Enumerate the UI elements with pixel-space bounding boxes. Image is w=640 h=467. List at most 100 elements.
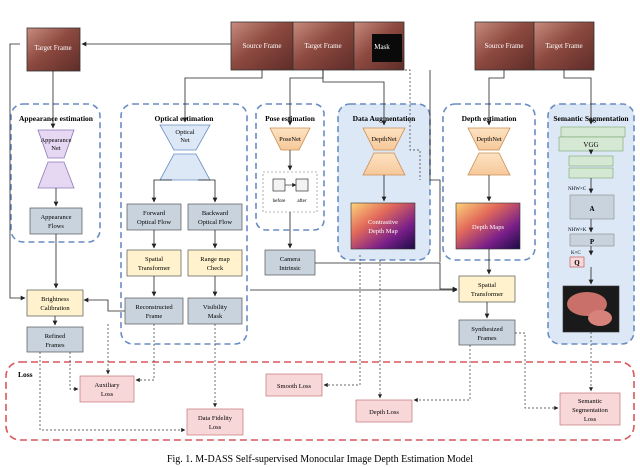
dashed-connectors: [39, 69, 594, 433]
auxiliary-loss-box: [79, 375, 135, 403]
reconstructed-frame-line2: Frame: [146, 313, 163, 320]
loss-panel: [5, 361, 635, 441]
depth-maps-label: Depth Maps: [472, 224, 504, 231]
depth-depthnet-label: DepthNet: [476, 136, 501, 143]
synthesized-frames-box: [458, 319, 516, 346]
fidelity-line2: Loss: [209, 424, 222, 431]
matrix-q-box: [569, 256, 585, 268]
appearance-panel: [10, 103, 101, 243]
solid-connectors: [9, 41, 594, 326]
pose-illustration: [262, 171, 318, 213]
augmentation-title: Data Augmentation: [353, 114, 417, 123]
vgg-layer-1: [568, 155, 614, 167]
reconstructed-frame-line1: Reconstructed: [135, 304, 173, 311]
source-frame-1: Source Frame: [230, 21, 294, 71]
dim-k-c: K×C: [571, 251, 581, 256]
synth-line1: Synthesized: [471, 326, 503, 333]
backward-flow-line1: Backward: [202, 210, 229, 217]
target-frame-2: Target Frame: [533, 21, 595, 71]
appearance-net-line2: Net: [51, 145, 61, 152]
camera-after-icon: [295, 178, 309, 192]
semantic-title: Semantic Segmentation: [553, 114, 629, 123]
brightness-line2: Calibration: [40, 305, 70, 312]
spatial-transformer-2-line1: Spatial: [478, 282, 496, 289]
appearance-flows-line1: Appearance: [40, 214, 71, 221]
visibility-mask-line2: Mask: [208, 313, 223, 320]
dim-nhw-c: NHW×C: [568, 187, 587, 192]
spatial-transformer-2-box: [458, 275, 516, 303]
segmentation-blob-2: [588, 310, 612, 326]
semantic-loss-line3: Loss: [584, 416, 597, 423]
semantic-loss-line1: Semantic: [578, 398, 602, 405]
range-map-line1: Range map: [200, 256, 229, 263]
camera-before-icon: [272, 178, 286, 192]
source-frame-2: Source Frame: [474, 21, 535, 71]
depth-title: Depth estimation: [462, 114, 518, 123]
mask-label: Mask: [374, 43, 390, 51]
augment-depthnet-label: DepthNet: [371, 136, 396, 143]
appearance-encoder: [37, 129, 75, 159]
contrastive-depth-line2: Depth Map: [368, 228, 397, 235]
reconstructed-frame-box: [124, 297, 184, 325]
fidelity-line1: Data Fidelity: [198, 415, 233, 422]
segmentation-blob-1: [567, 292, 607, 316]
optical-net-line1: Optical: [175, 129, 194, 136]
target-frame-1: Target Frame: [292, 21, 355, 71]
forward-flow-line2: Optical Flow: [137, 219, 171, 226]
optical-panel: [120, 103, 248, 345]
matrix-p-label: P: [590, 238, 595, 246]
vgg-label: VGG: [583, 141, 598, 149]
visibility-mask-box: [187, 297, 243, 325]
forward-flow-box: [126, 203, 182, 231]
spatial-transformer-1-box: [126, 249, 182, 277]
spatial-transformer-2-line2: Transformer: [471, 291, 504, 298]
depth-loss-box: [355, 399, 413, 423]
smooth-loss-box: [265, 373, 323, 397]
brightness-line1: Brightness: [41, 296, 69, 303]
forward-flow-line1: Forward: [143, 210, 166, 217]
optical-decoder: [159, 153, 211, 181]
after-label: after: [297, 199, 306, 204]
semantic-loss-box: [559, 392, 621, 426]
depth-maps-image: [455, 202, 521, 250]
posenet-label: PoseNet: [279, 136, 301, 143]
depth-depthnet-decoder: [467, 152, 511, 176]
range-map-box: [187, 249, 243, 277]
before-label: before: [273, 199, 287, 204]
mask-frame: Mask: [353, 21, 405, 71]
range-map-line2: Check: [207, 265, 224, 272]
augment-depthnet-encoder: [362, 127, 406, 151]
source-frame-2-label: Source Frame: [484, 42, 523, 50]
contrastive-depth-map: [350, 202, 416, 250]
contrastive-depth-line1: Contrastive: [368, 219, 398, 226]
brightness-calibration-box: [26, 289, 84, 317]
augment-depthnet-decoder: [362, 152, 406, 176]
posenet-encoder: [269, 127, 311, 151]
visibility-mask-line1: Visibility: [203, 304, 228, 311]
appearance-flows-line2: Flows: [48, 223, 64, 230]
data-fidelity-loss-box: [186, 408, 244, 436]
auxiliary-line1: Auxiliary: [95, 382, 121, 389]
spatial-transformer-1-line1: Spatial: [145, 256, 163, 263]
refined-line1: Refined: [45, 333, 66, 340]
loss-title: Loss: [18, 370, 33, 379]
appearance-flows-box: [29, 207, 83, 235]
camera-intrinsic-box: [264, 249, 316, 276]
synth-line2: Frames: [477, 335, 497, 342]
target-frame-left-label: Target Frame: [34, 44, 71, 52]
refined-frames-box: [26, 326, 84, 353]
target-frame-left: Target Frame: [26, 27, 81, 72]
matrix-q-label: Q: [574, 259, 580, 267]
target-frame-2-label: Target Frame: [545, 42, 582, 50]
appearance-net-line1: Appearance: [40, 137, 71, 144]
depth-loss-label: Depth Loss: [369, 409, 399, 416]
matrix-p-box: [569, 233, 615, 247]
auxiliary-line2: Loss: [101, 391, 114, 398]
appearance-title: Appearance estimation: [19, 114, 94, 123]
camera-line2: Intrinsic: [279, 265, 301, 272]
target-frame-1-label: Target Frame: [304, 42, 341, 50]
vgg-layer-2: [568, 167, 614, 179]
source-frame-1-label: Source Frame: [242, 42, 281, 50]
smooth-loss-label: Smooth Loss: [277, 383, 312, 390]
dim-nhw-k: NHW×K: [568, 228, 587, 233]
